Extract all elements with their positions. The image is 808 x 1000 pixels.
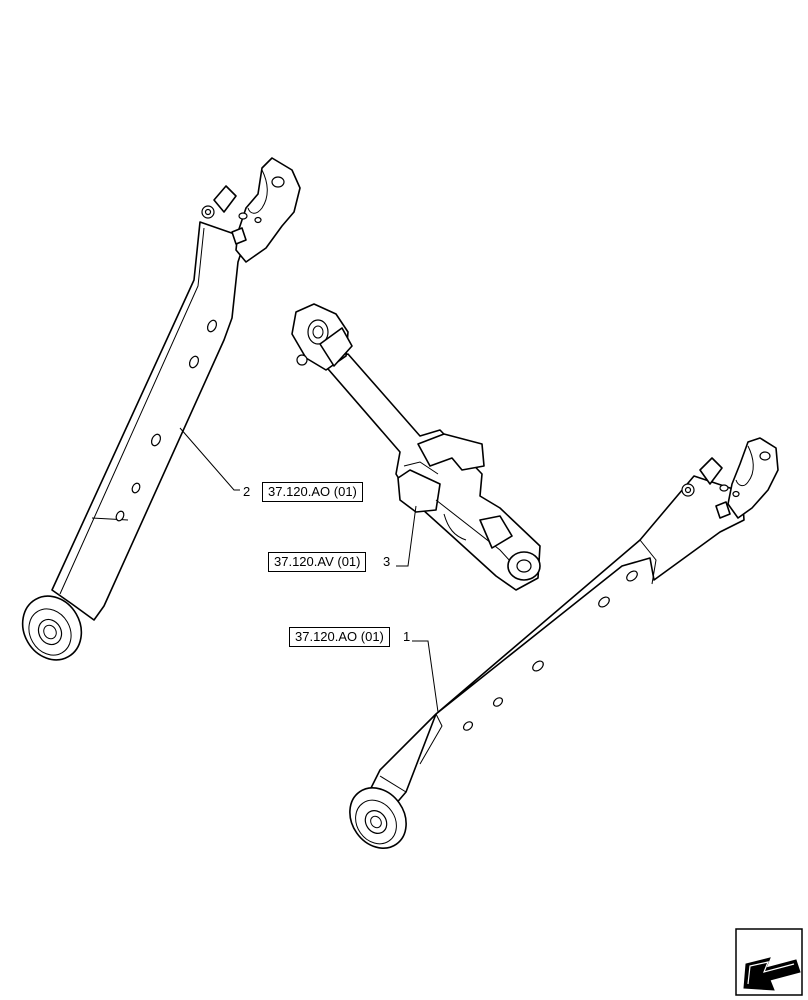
top-link [291,303,541,591]
item-number-3: 3 [383,554,391,569]
lower-link-arm-right [349,437,779,849]
callout-ref-37-120-av-item-3[interactable]: 37.120.AV (01) [268,552,367,572]
lower-link-arm-left [21,157,301,661]
item-number-2: 2 [243,484,251,499]
callout-ref-37-120-ao-item-1[interactable]: 37.120.AO (01) [289,627,390,647]
next-page-arrow-icon[interactable] [735,928,803,996]
leader-line-item-3 [396,505,417,567]
leader-line-item-1 [412,640,439,713]
callout-ref-37-120-ao-item-2[interactable]: 37.120.AO (01) [262,482,363,502]
item-number-1: 1 [403,629,411,644]
leader-line-item-2 [179,427,240,491]
